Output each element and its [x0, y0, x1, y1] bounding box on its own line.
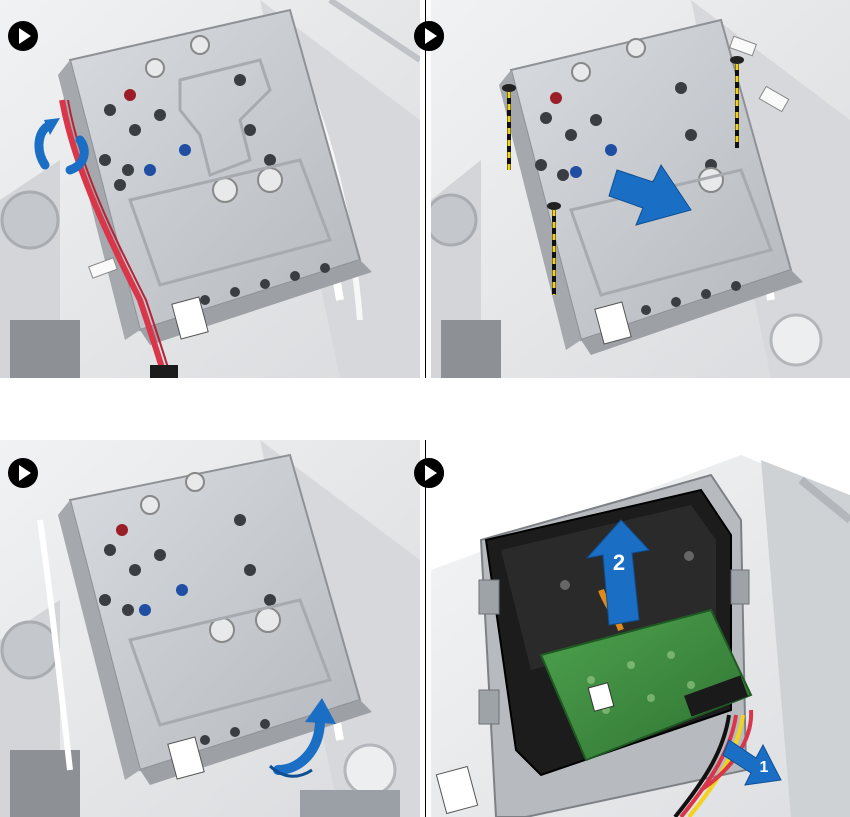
step-2-panel — [431, 0, 850, 378]
step-1-panel — [0, 0, 420, 378]
divider-bottom — [425, 440, 426, 817]
callout-2: 2 — [613, 550, 625, 575]
step-1-illustration — [0, 0, 420, 378]
callout-1: 1 — [760, 759, 769, 776]
divider-top — [425, 0, 426, 378]
play-circle-icon — [413, 457, 445, 489]
step-3-panel — [0, 440, 420, 817]
play-circle-icon — [7, 20, 39, 52]
step-3-illustration — [0, 440, 420, 817]
step-4-illustration: 2 1 — [431, 440, 850, 817]
step-4-panel: 2 1 — [431, 440, 850, 817]
play-circle-icon — [7, 457, 39, 489]
play-circle-icon — [413, 20, 445, 52]
step-2-illustration — [431, 0, 850, 378]
